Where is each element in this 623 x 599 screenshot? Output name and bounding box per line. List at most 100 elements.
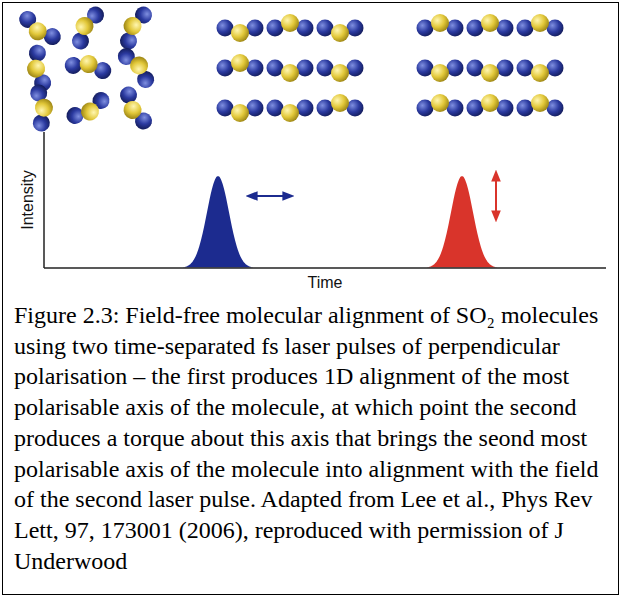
so2-molecule [114, 42, 161, 92]
polarisation-arrow [248, 195, 292, 197]
oxygen-atom [417, 100, 434, 117]
so2-molecule [317, 20, 364, 43]
figure-caption: Figure 2.3: Field-free molecular alignme… [14, 300, 606, 576]
polarisation-arrow [495, 172, 497, 220]
so2-molecule [217, 20, 264, 43]
so2-molecule [417, 60, 464, 83]
oxygen-atom [347, 100, 364, 117]
intensity-plot [44, 132, 606, 268]
axis-label: Intensity [19, 170, 37, 230]
sulfur-atom [431, 64, 449, 82]
sulfur-atom [126, 53, 151, 78]
oxygen-atom [267, 60, 284, 77]
sulfur-atom [531, 64, 549, 82]
oxygen-atom [547, 100, 564, 117]
oxygen-atom [247, 20, 264, 37]
oxygen-atom [247, 60, 264, 77]
oxygen-atom [267, 100, 284, 117]
sulfur-atom [26, 58, 47, 79]
illustration [0, 0, 623, 299]
oxygen-atom [447, 60, 464, 77]
oxygen-atom [347, 60, 364, 77]
oxygen-atom [417, 60, 434, 77]
so2-molecule [517, 94, 564, 117]
oxygen-atom [297, 60, 314, 77]
sulfur-atom [25, 19, 50, 44]
so2-molecule [113, 1, 155, 52]
oxygen-atom [217, 60, 234, 77]
pump-pulse [183, 176, 253, 267]
so2-molecule [517, 14, 564, 37]
x-axis [44, 267, 606, 269]
so2-molecule [317, 94, 364, 117]
so2-molecule [29, 83, 55, 132]
molecule-grid [13, 1, 563, 135]
sulfur-atom [331, 64, 349, 82]
oxygen-atom [497, 60, 514, 77]
oxygen-atom [447, 100, 464, 117]
sulfur-atom [481, 94, 499, 112]
oxygen-atom [297, 20, 314, 37]
so2-molecule [517, 60, 564, 83]
oxygen-atom [217, 100, 234, 117]
oxygen-atom [417, 20, 434, 37]
oxygen-atom [497, 20, 514, 37]
sulfur-atom [481, 14, 499, 32]
so2-molecule [467, 14, 514, 37]
sulfur-atom [120, 98, 145, 123]
so2-molecule [267, 100, 314, 123]
oxygen-atom [517, 100, 534, 117]
sulfur-atom [331, 94, 349, 112]
sulfur-atom [34, 98, 54, 118]
so2-molecule [417, 94, 464, 117]
sulfur-atom [281, 14, 299, 32]
so2-molecule [63, 89, 114, 131]
sulfur-atom [78, 99, 103, 124]
oxygen-atom [317, 60, 334, 77]
so2-molecule [65, 1, 107, 52]
so2-molecule [267, 60, 314, 83]
oxygen-atom [447, 20, 464, 37]
sulfur-atom [231, 104, 249, 122]
sulfur-atom [531, 94, 549, 112]
oxygen-atom [297, 100, 314, 117]
so2-molecule [113, 83, 155, 134]
so2-molecule [63, 51, 113, 80]
sulfur-atom [531, 14, 549, 32]
y-axis [43, 132, 45, 268]
so2-molecule [417, 14, 464, 37]
sulfur-atom [281, 64, 299, 82]
oxygen-atom [517, 60, 534, 77]
so2-molecule [317, 60, 364, 83]
oxygen-atom [497, 100, 514, 117]
oxygen-atom [317, 20, 334, 37]
oxygen-atom [32, 114, 50, 132]
sulfur-atom [231, 54, 249, 72]
oxygen-atom [547, 20, 564, 37]
oxygen-atom [517, 20, 534, 37]
oxygen-atom [467, 20, 484, 37]
sulfur-atom [231, 24, 249, 42]
sulfur-atom [431, 94, 449, 112]
so2-molecule [217, 100, 264, 123]
oxygen-atom [267, 20, 284, 37]
oxygen-atom [317, 100, 334, 117]
so2-molecule [467, 60, 514, 83]
oxygen-atom [547, 60, 564, 77]
sulfur-atom [78, 54, 99, 75]
sulfur-atom [72, 14, 97, 39]
sulfur-atom [281, 104, 299, 122]
probe-pulse [427, 176, 497, 267]
sulfur-atom [431, 14, 449, 32]
oxygen-atom [467, 60, 484, 77]
oxygen-atom [347, 20, 364, 37]
sulfur-atom [331, 24, 349, 42]
oxygen-atom [247, 100, 264, 117]
oxygen-atom [217, 20, 234, 37]
sulfur-atom [120, 14, 145, 39]
oxygen-atom [467, 100, 484, 117]
so2-molecule [467, 94, 514, 117]
axis-label: Time [308, 274, 343, 292]
so2-molecule [217, 54, 264, 77]
so2-molecule [267, 14, 314, 37]
